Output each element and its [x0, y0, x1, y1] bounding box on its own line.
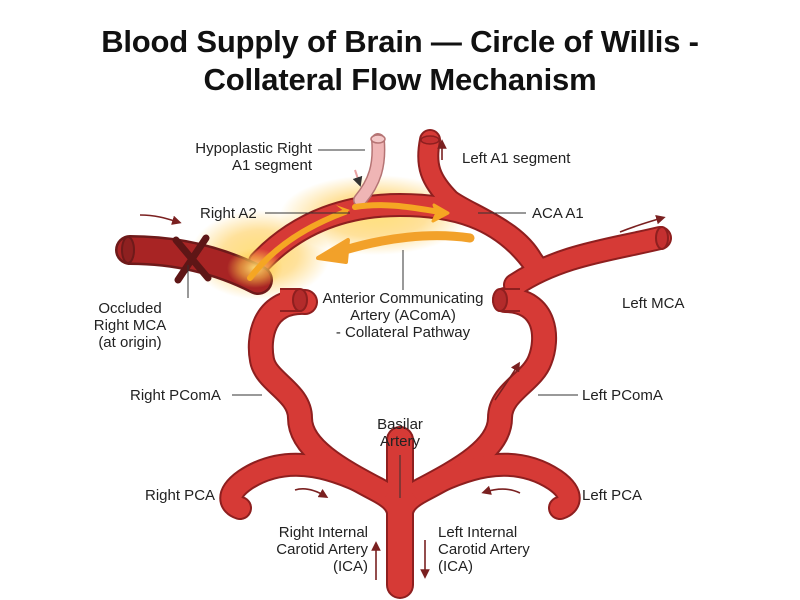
- label-right-ica: Right Internal Carotid Artery (ICA): [276, 524, 368, 575]
- label-left-pca: Left PCA: [582, 487, 643, 504]
- label-basilar-artery: Basilar Artery: [377, 416, 423, 450]
- direction-arrows: [139, 139, 666, 580]
- label-right-a2: Right A2: [200, 205, 257, 222]
- left-a1-end: [420, 135, 440, 145]
- title-line-2: Collateral Flow Mechanism: [203, 62, 597, 97]
- label-left-ica: Left Internal Carotid Artery (ICA): [438, 524, 530, 575]
- label-aca-a1: ACA A1: [532, 205, 584, 222]
- occlusion-x-icon: [172, 234, 212, 284]
- label-acom: Anterior Communicating Artery (AComA) - …: [322, 290, 484, 341]
- label-left-a1: Left A1 segment: [462, 150, 571, 167]
- title-line-1: Blood Supply of Brain — Circle of Willis…: [101, 24, 699, 59]
- collateral-flow-arrows: [247, 202, 475, 281]
- label-hypoplastic-right-a1: Hypoplastic Right A1 segment: [195, 140, 312, 174]
- left-mca-end: [655, 226, 669, 250]
- hypoplastic-a1-end: [370, 134, 386, 144]
- label-right-pca: Right PCA: [145, 487, 216, 504]
- leader-lines: [187, 149, 578, 498]
- label-left-pcoma: Left PComA: [582, 387, 663, 404]
- label-right-pcoma: Right PComA: [130, 387, 221, 404]
- label-occluded-right-mca: Occluded Right MCA (at origin): [93, 300, 167, 351]
- vessel-stumps: [280, 288, 520, 312]
- label-left-mca: Left MCA: [622, 295, 685, 312]
